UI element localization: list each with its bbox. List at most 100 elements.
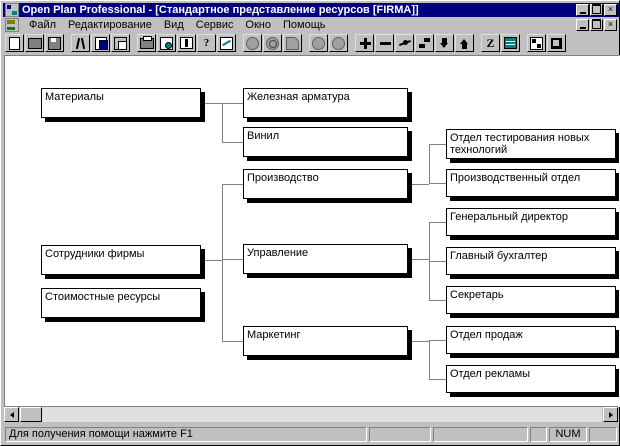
horizontal-scrollbar[interactable] (4, 406, 618, 422)
resource-shape-button[interactable] (283, 34, 302, 52)
child-minimize-button[interactable] (576, 19, 589, 31)
cut-button[interactable] (71, 34, 90, 52)
connector-line (429, 379, 446, 380)
status-pane-2 (433, 426, 528, 442)
expand-all-button[interactable] (547, 34, 566, 52)
wizard-button[interactable] (217, 34, 236, 52)
diagram-node[interactable]: Отдел тестирования новых технологий (446, 129, 616, 159)
connector-line (429, 222, 430, 300)
connector-line (202, 103, 222, 104)
status-pane-1 (369, 426, 431, 442)
diagram-node[interactable]: Маркетинг (243, 326, 408, 356)
diagram-node-label: Секретарь (450, 289, 504, 301)
status-pane-4 (589, 426, 617, 442)
diagram-node[interactable]: Генеральный директор (446, 208, 616, 236)
toolbar: ? Z (3, 33, 619, 53)
diagram-node[interactable]: Производственный отдел (446, 169, 616, 197)
connector-line (222, 142, 243, 143)
diagram-node-label: Производственный отдел (450, 172, 581, 184)
connector-line (222, 103, 243, 104)
diagram-node[interactable]: Главный бухгалтер (446, 247, 616, 275)
connector-line (429, 300, 446, 301)
mdi-child-controls: × (576, 19, 617, 31)
resource-button[interactable] (243, 34, 262, 52)
tree-view-button[interactable] (527, 34, 546, 52)
title-bar[interactable]: Open Plan Professional - [Стандартное пр… (3, 3, 619, 17)
move-up-button[interactable] (455, 34, 474, 52)
menu-item-tools[interactable]: Сервис (195, 19, 234, 31)
diagram-node[interactable]: Материалы (41, 88, 201, 118)
connector-line (429, 144, 430, 184)
status-message: Для получения помощи нажмите F1 (5, 426, 367, 442)
print-button[interactable] (137, 34, 156, 52)
copy-button[interactable] (91, 34, 110, 52)
connector-line (409, 184, 429, 185)
diagram-node[interactable]: Сотрудники фирмы (41, 245, 201, 275)
child-restore-button[interactable] (590, 19, 603, 31)
paste-button[interactable] (111, 34, 130, 52)
move-down-button[interactable] (435, 34, 454, 52)
child-close-button[interactable]: × (604, 19, 617, 31)
child-document-icon[interactable] (5, 18, 19, 32)
menu-item-help[interactable]: Помощь (282, 19, 326, 31)
resource-pool-button[interactable] (263, 34, 282, 52)
scrollbar-thumb[interactable] (20, 407, 42, 422)
diagram-node[interactable]: Производство (243, 169, 408, 199)
print-preview-button[interactable] (157, 34, 176, 52)
connector-line (429, 340, 446, 341)
app-icon[interactable] (5, 3, 19, 17)
diagram-node-label: Железная арматура (247, 91, 350, 103)
status-pane-3 (530, 426, 547, 442)
zed-button[interactable]: Z (481, 34, 500, 52)
window-controls: × (576, 4, 617, 16)
sort-button[interactable] (177, 34, 196, 52)
connector-line (429, 340, 430, 379)
close-button[interactable]: × (604, 4, 617, 16)
open-file-button[interactable] (25, 34, 44, 52)
diagram-node[interactable]: Винил (243, 127, 408, 157)
save-file-button[interactable] (45, 34, 64, 52)
menu-bar: Файл Редактирование Вид Сервис Окно Помо… (3, 18, 619, 32)
diagram-node[interactable]: Стоимостные ресурсы (41, 288, 201, 318)
connector-line (222, 184, 223, 341)
assign-button[interactable] (309, 34, 328, 52)
menu-item-edit[interactable]: Редактирование (68, 19, 152, 31)
menu-item-view[interactable]: Вид (163, 19, 184, 31)
diagram-node-label: Генеральный директор (450, 211, 568, 223)
remove-button[interactable] (375, 34, 394, 52)
diagram-node-label: Управление (247, 247, 309, 259)
grid-view-button[interactable] (501, 34, 520, 52)
connector-line (409, 341, 429, 342)
link-button[interactable] (395, 34, 414, 52)
diagram-node-label: Отдел продаж (450, 329, 523, 341)
maximize-restore-button[interactable] (590, 4, 603, 16)
connector-line (222, 341, 243, 342)
menu-item-file[interactable]: Файл (29, 19, 57, 31)
diagram-node[interactable]: Железная арматура (243, 88, 408, 118)
diagram-node-label: Материалы (45, 91, 104, 103)
unassign-button[interactable] (329, 34, 348, 52)
help-button[interactable]: ? (197, 34, 216, 52)
scrollbar-track[interactable] (20, 407, 602, 422)
connector-line (222, 184, 243, 185)
connector-line (222, 103, 223, 142)
diagram-node[interactable]: Секретарь (446, 286, 616, 314)
arrow-right-icon (608, 411, 613, 418)
diagram-node[interactable]: Управление (243, 244, 408, 274)
diagram-node[interactable]: Отдел продаж (446, 326, 616, 354)
scroll-left-button[interactable] (4, 407, 19, 422)
steps-button[interactable] (415, 34, 434, 52)
minimize-button[interactable] (576, 4, 589, 16)
menu-item-window[interactable]: Окно (245, 19, 271, 31)
add-button[interactable] (355, 34, 374, 52)
diagram-node-label: Винил (247, 130, 280, 142)
new-file-button[interactable] (5, 34, 24, 52)
diagram-node[interactable]: Отдел рекламы (446, 365, 616, 393)
status-num-indicator: NUM (549, 426, 587, 442)
scroll-right-button[interactable] (603, 407, 618, 422)
arrow-left-icon (9, 411, 14, 418)
